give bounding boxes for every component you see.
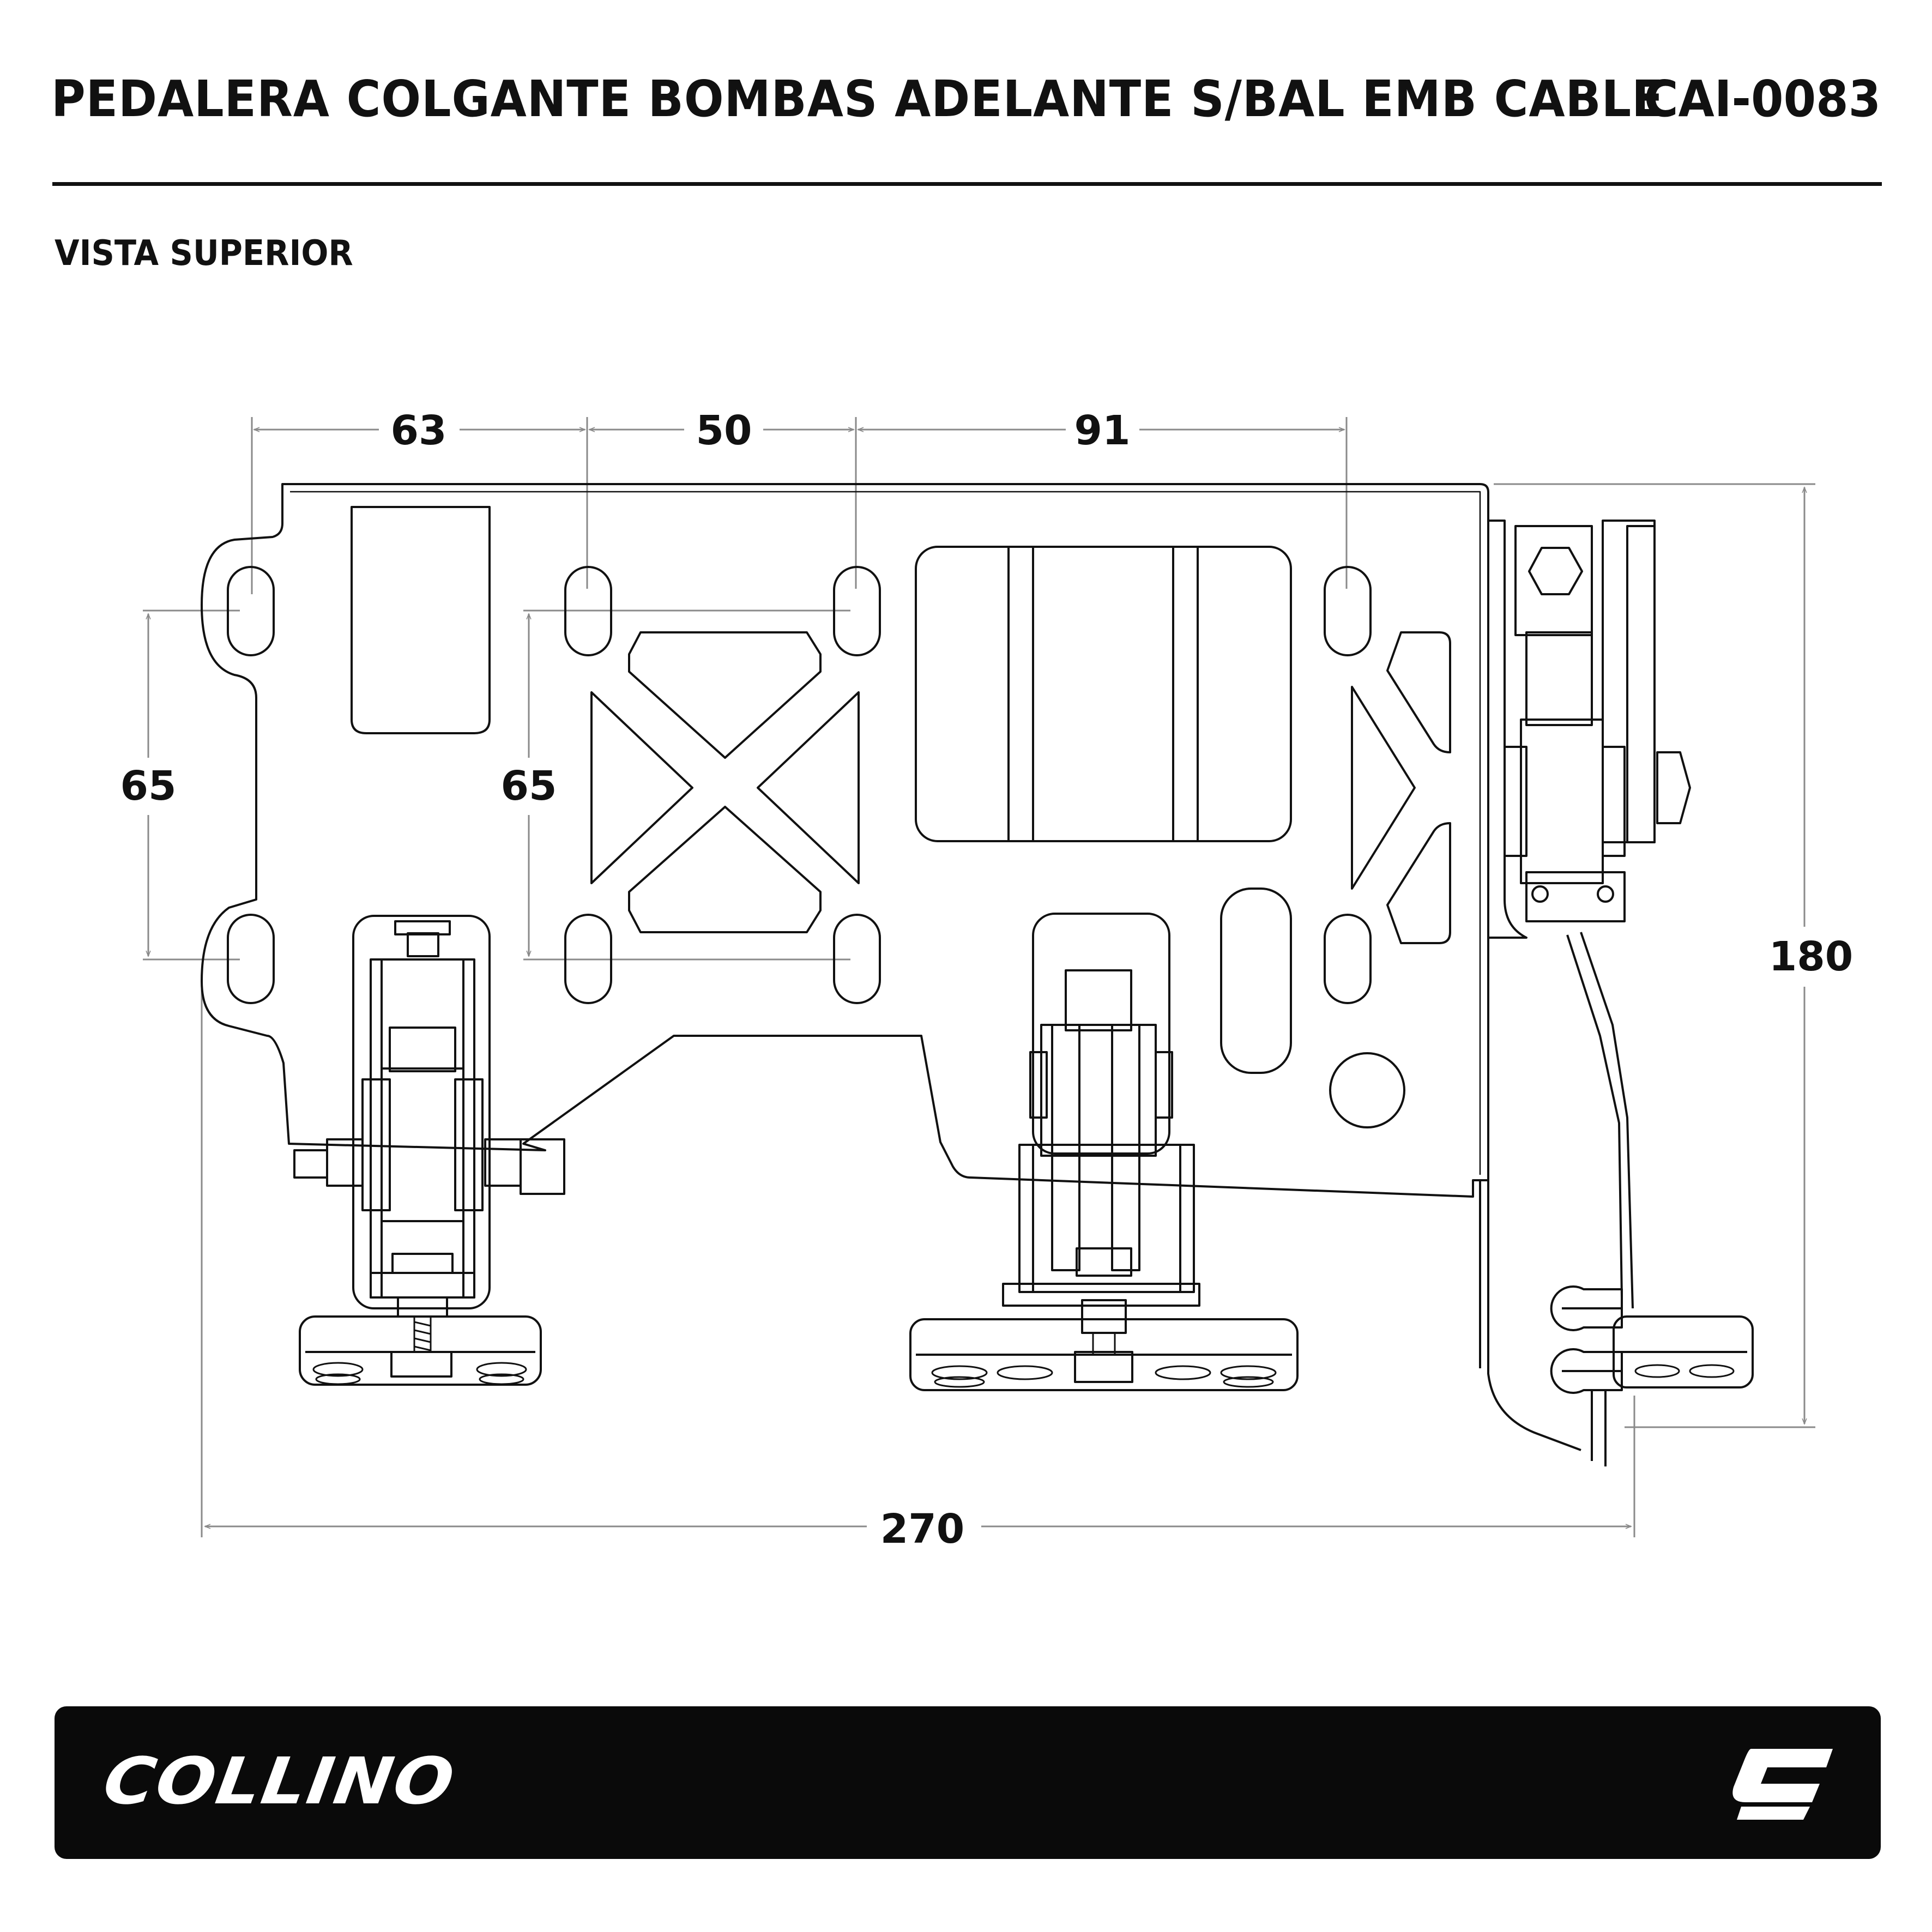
center-pedal-assembly — [909, 913, 1299, 1391]
dim-180: 180 — [1769, 933, 1853, 980]
header-divider — [52, 182, 1882, 186]
center-x-cutout — [590, 631, 860, 933]
right-slot — [1220, 887, 1292, 1074]
dim-65-left: 65 — [120, 763, 177, 810]
view-label: VISTA SUPERIOR — [55, 233, 353, 274]
collino-c-logo-icon — [1732, 1749, 1833, 1820]
part-code: CAI-0083 — [1644, 70, 1881, 128]
dim-50: 50 — [696, 407, 752, 454]
right-clutch-assembly — [1479, 520, 1754, 1466]
dim-91: 91 — [1074, 407, 1131, 454]
mounting-slots — [227, 566, 1372, 1004]
dimension-lines — [143, 417, 1815, 1537]
center-window — [915, 546, 1292, 842]
dim-65-center: 65 — [501, 763, 557, 810]
right-x-cutout — [1351, 631, 1451, 944]
base-plate — [201, 483, 1489, 1198]
lightening-hole — [1329, 1052, 1405, 1128]
brand-footer: COLLINO — [55, 1706, 1881, 1859]
drawing-title: PEDALERA COLGANTE BOMBAS ADELANTE S/BAL … — [51, 70, 1664, 128]
dim-63: 63 — [391, 407, 447, 454]
left-pedal-assembly — [293, 915, 565, 1386]
left-window — [351, 506, 491, 734]
brand-logo-text: COLLINO — [99, 1743, 460, 1819]
dim-270: 270 — [880, 1506, 964, 1553]
